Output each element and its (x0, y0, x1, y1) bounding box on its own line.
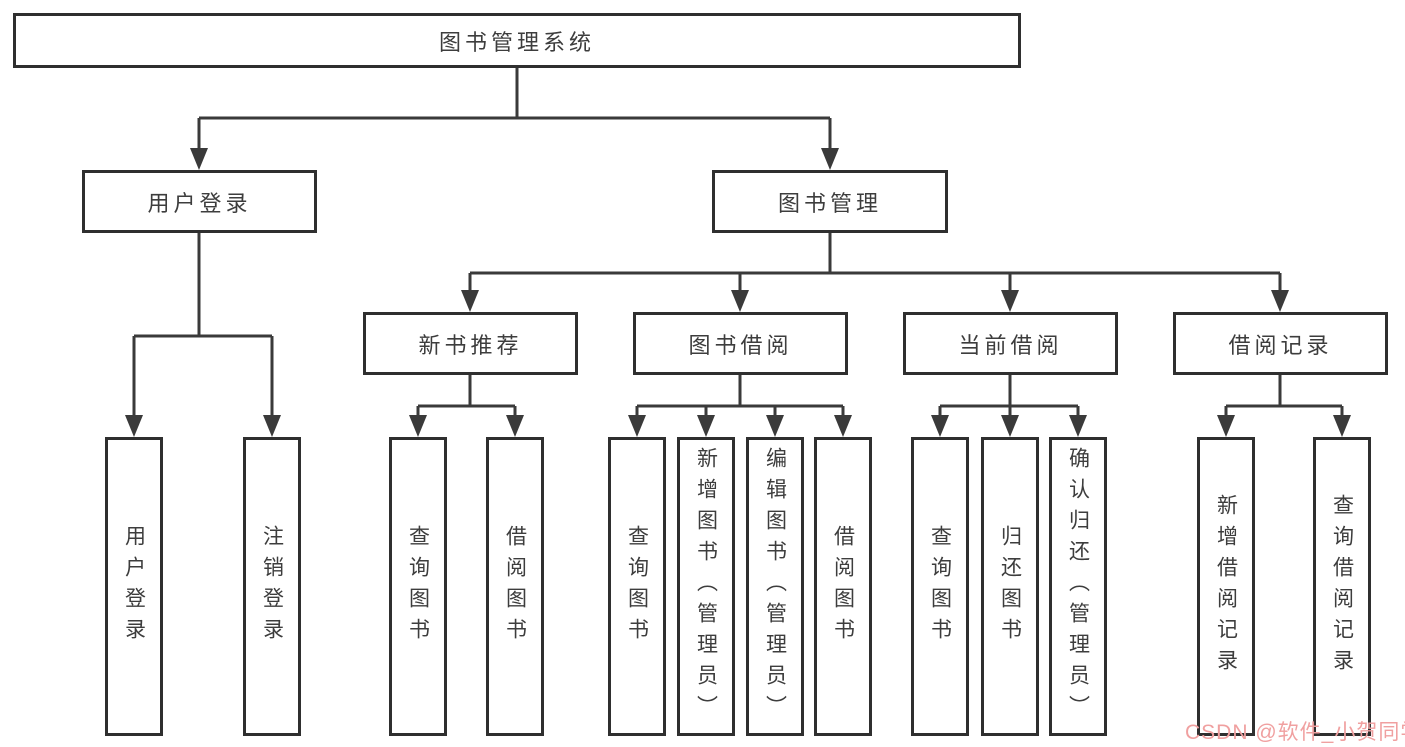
leaf-nbr-query-books: 查询图书 (389, 437, 447, 736)
node-borrowing-records: 借阅记录 (1173, 312, 1388, 375)
node-user-login: 用户登录 (82, 170, 317, 233)
leaf-bb-query-books: 查询图书 (608, 437, 666, 736)
node-current-borrowing: 当前借阅 (903, 312, 1118, 375)
leaf-bb-edit-books-admin: 编辑图书（管理员） (746, 437, 804, 736)
leaf-br-query-record: 查询借阅记录 (1313, 437, 1371, 736)
leaf-cb-confirm-return-admin: 确认归还（管理员） (1049, 437, 1107, 736)
node-new-book-recommend: 新书推荐 (363, 312, 578, 375)
node-book-management: 图书管理 (712, 170, 948, 233)
leaf-bb-add-books-admin: 新增图书（管理员） (677, 437, 735, 736)
leaf-logout: 注销登录 (243, 437, 301, 736)
arrowheads (125, 148, 1351, 437)
leaf-nbr-borrow-books: 借阅图书 (486, 437, 544, 736)
leaf-bb-borrow-books: 借阅图书 (814, 437, 872, 736)
leaf-user-login: 用户登录 (105, 437, 163, 736)
node-book-borrowing: 图书借阅 (633, 312, 848, 375)
node-library-system: 图书管理系统 (13, 13, 1021, 68)
leaf-cb-query-books: 查询图书 (911, 437, 969, 736)
leaf-cb-return-books: 归还图书 (981, 437, 1039, 736)
watermark: CSDN @软件_小贺同学 (1185, 721, 1405, 744)
leaf-br-add-record: 新增借阅记录 (1197, 437, 1255, 736)
